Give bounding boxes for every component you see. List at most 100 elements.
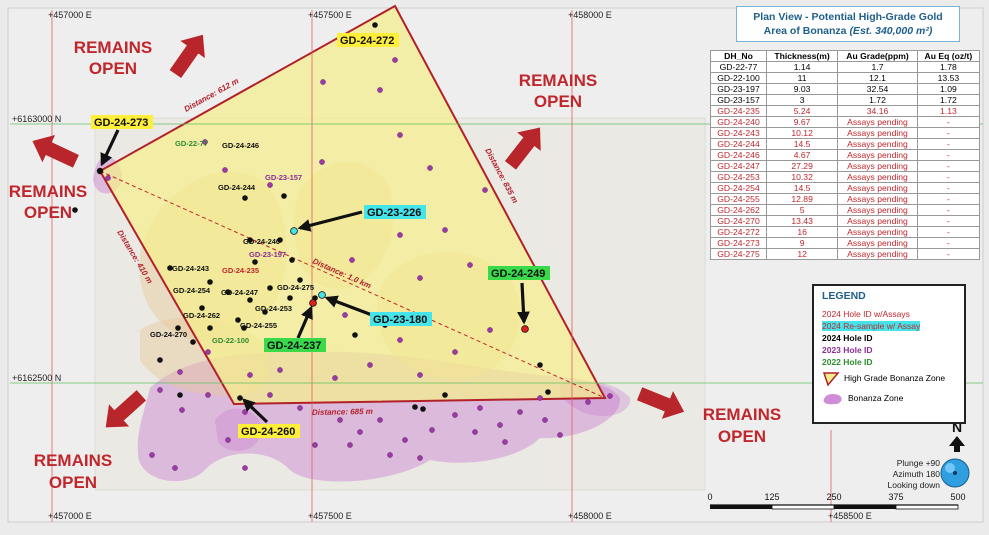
top-easting-3: +458000 E bbox=[568, 10, 612, 20]
table-cell-thk: 5 bbox=[765, 204, 839, 216]
legend-hg-zone: High Grade Bonanza Zone bbox=[822, 368, 964, 388]
remains-w-line2: OPEN bbox=[24, 203, 72, 222]
col-header-thickness: Thickness(m) bbox=[765, 50, 839, 62]
legend-box: LEGEND 2024 Hole ID w/Assays 2024 Re-sam… bbox=[812, 284, 966, 424]
table-cell-au: 12.1 bbox=[837, 72, 918, 84]
table-cell-thk: 4.67 bbox=[765, 149, 839, 161]
label-gd-24-240: GD-24-240 bbox=[243, 237, 280, 246]
col-header-grade: Au Grade(ppm) bbox=[837, 50, 918, 62]
bottom-easting-2: +457500 E bbox=[308, 511, 352, 521]
table-cell-eq: 1.09 bbox=[916, 83, 981, 95]
table-cell-au: 1.7 bbox=[837, 61, 918, 73]
top-easting-2: +457500 E bbox=[308, 10, 352, 20]
remains-sw-line2: OPEN bbox=[49, 473, 97, 492]
table-cell-eq: 1.72 bbox=[916, 94, 981, 106]
table-cell-thk: 3 bbox=[765, 94, 839, 106]
table-cell-thk: 9 bbox=[765, 237, 839, 249]
table-cell-thk: 9.67 bbox=[765, 116, 839, 128]
table-cell-eq: - bbox=[916, 116, 981, 128]
scale-tick-3: 375 bbox=[888, 492, 903, 502]
tag-bg-gd-23-180 bbox=[370, 312, 432, 326]
legend-2024-assays: 2024 Hole ID w/Assays bbox=[822, 309, 910, 319]
bonanza-swatch-icon bbox=[823, 393, 842, 405]
callout-gd-24-273: GD-24-273 bbox=[94, 117, 148, 129]
table-cell-eq: - bbox=[916, 193, 981, 205]
arrow-northwest-top bbox=[169, 34, 205, 79]
remains-ne-line2: OPEN bbox=[534, 92, 582, 111]
legend-hg-zone-label: High Grade Bonanza Zone bbox=[844, 373, 946, 383]
table-cell-thk: 12.89 bbox=[765, 193, 839, 205]
table-cell-au: Assays pending bbox=[837, 149, 918, 161]
table-cell-dh: GD-24-240 bbox=[710, 116, 767, 128]
table-cell-thk: 16 bbox=[765, 226, 839, 238]
bottom-easting-4: +458500 E bbox=[828, 511, 872, 521]
table-cell-eq: 13.53 bbox=[916, 72, 981, 84]
drill-holes-2024 bbox=[72, 22, 551, 412]
open-direction-arrows bbox=[32, 34, 685, 428]
table-cell-dh: GD-24-254 bbox=[710, 182, 767, 194]
label-gd-24-247: GD-24-247 bbox=[221, 288, 258, 297]
plunge-text: Plunge +90 bbox=[896, 458, 940, 468]
table-cell-eq: - bbox=[916, 127, 981, 139]
scale-tick-1: 125 bbox=[764, 492, 779, 502]
northing-1: +6163000 N bbox=[12, 114, 61, 124]
legend-resample: 2024 Re-sample w/ Assay bbox=[822, 320, 964, 332]
label-gd-24-255: GD-24-255 bbox=[240, 321, 277, 330]
tag-bg-gd-24-272 bbox=[337, 33, 399, 47]
label-gd-24-243: GD-24-243 bbox=[172, 264, 209, 273]
hg-zone-swatch-icon bbox=[822, 372, 840, 386]
table-cell-au: Assays pending bbox=[837, 215, 918, 227]
remains-ne-line1: REMAINS bbox=[519, 71, 597, 90]
top-easting-1: +457000 E bbox=[48, 10, 92, 20]
table-cell-au: Assays pending bbox=[837, 248, 918, 260]
tag-bg-gd-24-260 bbox=[238, 424, 300, 438]
north-letter: N bbox=[952, 419, 962, 435]
table-cell-au: Assays pending bbox=[837, 237, 918, 249]
table-cell-eq: - bbox=[916, 204, 981, 216]
callout-gd-24-249: GD-24-249 bbox=[491, 268, 545, 280]
table-cell-eq: - bbox=[916, 160, 981, 172]
globe-icon bbox=[940, 458, 970, 488]
remains-e-line1: REMAINS bbox=[703, 405, 781, 424]
assay-hole-gd-24-237 bbox=[309, 299, 317, 307]
northing-2: +6162500 N bbox=[12, 373, 61, 383]
legend-2022: 2022 Hole ID bbox=[822, 357, 873, 367]
table-cell-dh: GD-24-244 bbox=[710, 138, 767, 150]
table-cell-dh: GD-24-273 bbox=[710, 237, 767, 249]
table-cell-eq: - bbox=[916, 226, 981, 238]
panel-title-line2: Area of Bonanza (Est. 340,000 m²) bbox=[737, 24, 959, 38]
arrow-east bbox=[636, 387, 685, 419]
table-cell-dh: GD-24-275 bbox=[710, 248, 767, 260]
table-cell-eq: - bbox=[916, 138, 981, 150]
callout-gd-23-180: GD-23-180 bbox=[373, 314, 427, 326]
tag-bg-gd-23-226 bbox=[364, 205, 426, 219]
table-cell-dh: GD-24-253 bbox=[710, 171, 767, 183]
table-cell-au: Assays pending bbox=[837, 226, 918, 238]
label-gd-24-235: GD-24-235 bbox=[222, 266, 259, 275]
legend-bonanza-label: Bonanza Zone bbox=[848, 393, 904, 403]
table-cell-eq: - bbox=[916, 149, 981, 161]
resample-hole-gd-23-226 bbox=[290, 227, 298, 235]
scale-tick-2: 250 bbox=[826, 492, 841, 502]
table-cell-thk: 14.5 bbox=[765, 182, 839, 194]
legend-bonanza: Bonanza Zone bbox=[822, 388, 964, 408]
table-cell-au: Assays pending bbox=[837, 138, 918, 150]
table-cell-thk: 12 bbox=[765, 248, 839, 260]
scale-tick-0: 0 bbox=[707, 492, 712, 502]
looking-text: Looking down bbox=[887, 480, 940, 490]
label-gd-22-77: GD-22-77 bbox=[175, 139, 208, 148]
table-cell-thk: 27.29 bbox=[765, 160, 839, 172]
drill-holes-purple bbox=[105, 57, 613, 471]
table-cell-dh: GD-24-235 bbox=[710, 105, 767, 117]
table-cell-dh: GD-22-100 bbox=[710, 72, 767, 84]
label-gd-23-197: GD-23-197 bbox=[249, 250, 286, 259]
bottom-easting-3: +458000 E bbox=[568, 511, 612, 521]
